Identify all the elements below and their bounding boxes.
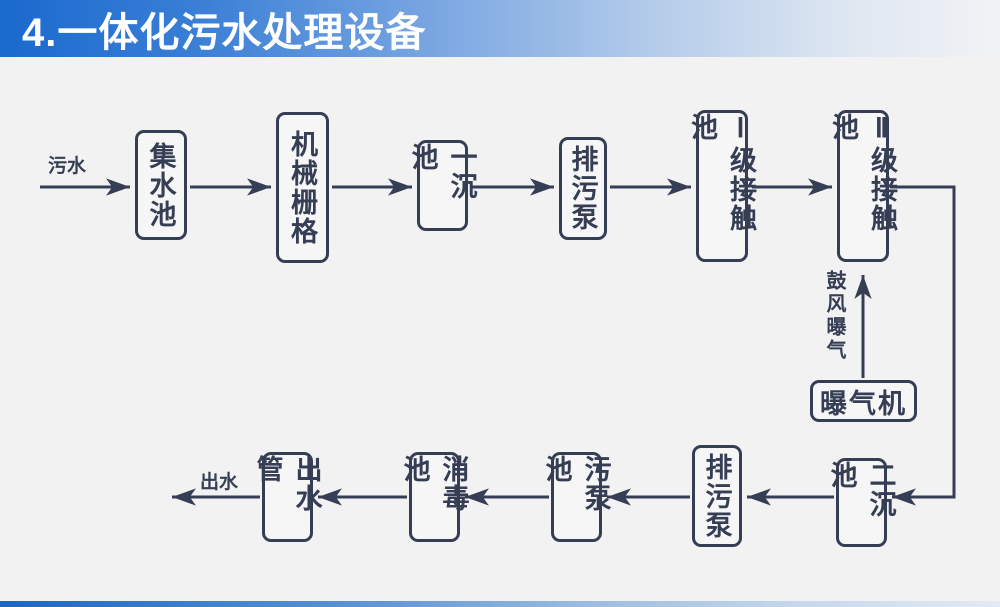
footer-accent-bar <box>0 601 1000 607</box>
flow-box-aerator: 曝气机 <box>810 380 917 422</box>
flow-box-secondary-sedimentation-tank: 二沉池 <box>827 458 896 547</box>
outflow-label: 出水 <box>200 472 239 493</box>
flow-box-level1-contact-tank: Ⅰ级接触池 <box>687 110 756 262</box>
flow-box-sewage-pump-top: 排污泵 <box>559 137 607 240</box>
inflow-label: 污水 <box>48 156 87 177</box>
title-bar: 4.一体化污水处理设备 <box>0 0 1000 57</box>
flow-box-primary-sedimentation-tank: 一沉池 <box>408 140 477 231</box>
flow-box-outlet-pipe: 出水管 <box>253 452 322 542</box>
flow-box-sewage-pump-bottom: 排污泵 <box>692 445 742 547</box>
flow-box-sludge-pump-tank: 污泵池 <box>542 452 611 542</box>
page-title: 4.一体化污水处理设备 <box>22 10 427 55</box>
aeration-label: 鼓风曝气 <box>823 270 845 362</box>
flow-box-collecting-tank: 集水池 <box>135 130 187 240</box>
flow-box-level2-contact-tank: Ⅱ级接触池 <box>828 110 897 262</box>
flow-box-mechanical-screen: 机械栅格 <box>276 112 329 263</box>
flow-box-disinfection-tank: 消毒池 <box>400 452 469 542</box>
